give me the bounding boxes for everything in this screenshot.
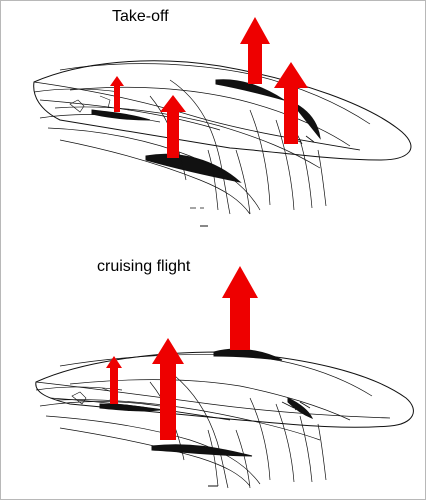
lift-arrow — [110, 76, 124, 112]
lift-arrow — [106, 356, 122, 404]
lift-arrow — [274, 62, 308, 144]
takeoff-flap — [295, 103, 321, 140]
panel-title-takeoff: Take-off — [112, 8, 169, 25]
lift-arrow — [222, 266, 258, 350]
cruising-diagram — [35, 348, 414, 489]
cruising-lower-surface — [151, 444, 253, 457]
takeoff-diagram — [33, 60, 412, 227]
takeoff-lower-surface — [145, 153, 242, 183]
cruising-lift-arrows — [106, 266, 258, 440]
cruising-flap — [287, 397, 314, 419]
takeoff-streamlines — [33, 63, 371, 215]
takeoff-lift-arrows — [110, 17, 308, 158]
panel-title-cruising: cruising flight — [97, 258, 191, 275]
takeoff-wing-outline — [33, 60, 412, 161]
takeoff-slat — [215, 79, 285, 101]
cruising-streamlines — [35, 354, 373, 489]
lift-arrow — [240, 17, 270, 84]
cruising-wing-outline — [35, 351, 414, 428]
cruising-leading-element — [99, 403, 161, 412]
lift-arrow — [152, 338, 184, 440]
lift-arrow — [160, 95, 186, 158]
